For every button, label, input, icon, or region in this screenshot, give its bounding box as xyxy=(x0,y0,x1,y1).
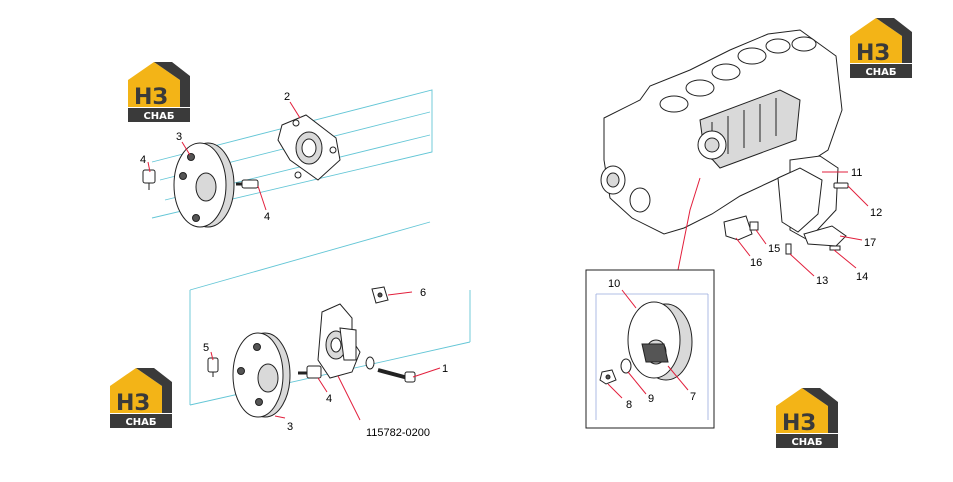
part-2-flange-bracket xyxy=(277,114,341,181)
callout-4-lower: 4 xyxy=(326,393,332,405)
lower-drive-bracket xyxy=(317,303,361,379)
callout-11: 11 xyxy=(851,167,862,179)
callout-3-upper: 3 xyxy=(176,131,182,143)
callout-14: 14 xyxy=(856,271,868,283)
leaders-detail xyxy=(607,289,689,399)
callout-10: 10 xyxy=(608,278,620,290)
logo-letters: НЗ xyxy=(134,85,168,110)
logo-top-left: НЗ СНАБ xyxy=(128,62,190,122)
part-3-lower-coupling-disc xyxy=(232,332,291,418)
engine-accessory-parts xyxy=(723,167,849,255)
detail-leader xyxy=(677,177,701,271)
callout-13: 13 xyxy=(816,275,828,287)
part-5-bolt xyxy=(207,357,219,377)
callout-4-upper-right: 4 xyxy=(264,211,270,223)
callout-2: 2 xyxy=(284,91,290,103)
detail-inset-box xyxy=(585,269,715,429)
leaders-right xyxy=(735,171,869,277)
callout-9: 9 xyxy=(648,393,654,405)
logo-caption: СНАБ xyxy=(143,111,174,122)
part-9-washer xyxy=(620,358,632,374)
part-4-lower-bolt xyxy=(298,365,322,379)
logo-bottom-right: НЗ СНАБ xyxy=(776,388,838,448)
part-6-square-nut xyxy=(371,286,389,304)
part-8-nut xyxy=(599,369,617,385)
part-3-upper-coupling-disc xyxy=(173,142,235,228)
callout-7: 7 xyxy=(690,391,696,403)
callout-12: 12 xyxy=(870,207,882,219)
logo-caption: СНАБ xyxy=(125,417,156,428)
callout-4-upper-left: 4 xyxy=(140,154,146,166)
callout-6: 6 xyxy=(420,287,426,299)
part-7-hub xyxy=(627,301,693,381)
logo-caption: СНАБ xyxy=(865,67,896,78)
part-4-upper-bolts xyxy=(142,169,259,190)
part-number-label: 115782-0200 xyxy=(366,427,430,439)
callout-15: 15 xyxy=(768,243,780,255)
callout-8: 8 xyxy=(626,399,632,411)
callout-1: 1 xyxy=(442,363,448,375)
logo-letters: НЗ xyxy=(782,411,816,436)
callout-3-lower: 3 xyxy=(287,421,293,433)
engine-cylinder-row xyxy=(659,36,817,113)
logo-bottom-left: НЗ СНАБ xyxy=(110,368,172,428)
part-1-long-bolt xyxy=(365,356,416,383)
callout-16: 16 xyxy=(750,257,762,269)
logo-top-right: НЗ СНАБ xyxy=(850,18,912,78)
logo-caption: СНАБ xyxy=(791,437,822,448)
logo-letters: НЗ xyxy=(856,41,890,66)
callout-5: 5 xyxy=(203,342,209,354)
leaders-left xyxy=(147,101,441,421)
logo-letters: НЗ xyxy=(116,391,150,416)
callout-17: 17 xyxy=(864,237,876,249)
